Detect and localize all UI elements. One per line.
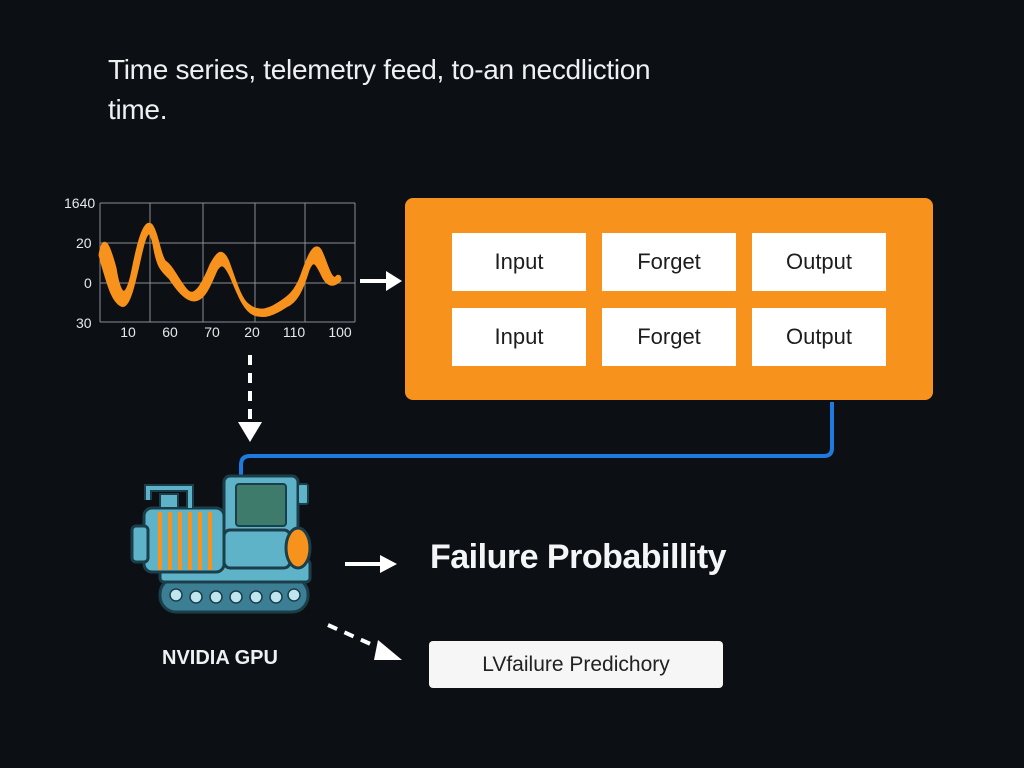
arrow-right-icon	[345, 555, 397, 573]
title-line-1: Time series, telemetry feed, to-an necdl…	[108, 54, 651, 85]
y-tick-labels: 1640 20 0 30	[64, 195, 95, 331]
y-tick-label: 1640	[64, 195, 95, 211]
x-tick-label: 100	[328, 324, 352, 340]
prediction-box: LVfailure Predichory	[429, 641, 723, 688]
arrow-right-icon	[360, 271, 402, 291]
gate-forget-1: Forget	[602, 233, 736, 291]
y-tick-label: 20	[76, 235, 92, 251]
lstm-output-connector	[239, 402, 834, 478]
gate-forget-2: Forget	[602, 308, 736, 366]
x-tick-label: 110	[283, 324, 306, 340]
x-tick-label: 60	[162, 324, 178, 340]
gate-output-2: Output	[752, 308, 886, 366]
x-tick-label: 70	[204, 324, 220, 340]
y-tick-label: 0	[84, 275, 92, 291]
lstm-cell: Input Forget Output Input Forget Output	[405, 198, 933, 400]
failure-probability-label: Failure Probabillity	[430, 538, 727, 576]
dashed-arrow-down-icon	[238, 355, 262, 442]
diagram-title: Time series, telemetry feed, to-an necdl…	[108, 50, 808, 130]
title-line-2: time.	[108, 94, 168, 125]
gpu-label: NVIDIA GPU	[162, 647, 278, 669]
gate-output-1: Output	[752, 233, 886, 291]
gate-input-2: Input	[452, 308, 586, 366]
machine-icon	[130, 474, 312, 614]
y-tick-label: 30	[76, 315, 92, 331]
dashed-arrow-diagonal-icon	[327, 623, 402, 660]
telemetry-series	[98, 222, 342, 318]
x-tick-labels: 10 60 70 20 110 100	[120, 324, 352, 340]
gate-input-1: Input	[452, 233, 586, 291]
x-tick-label: 10	[120, 324, 136, 340]
x-tick-label: 20	[244, 324, 260, 340]
